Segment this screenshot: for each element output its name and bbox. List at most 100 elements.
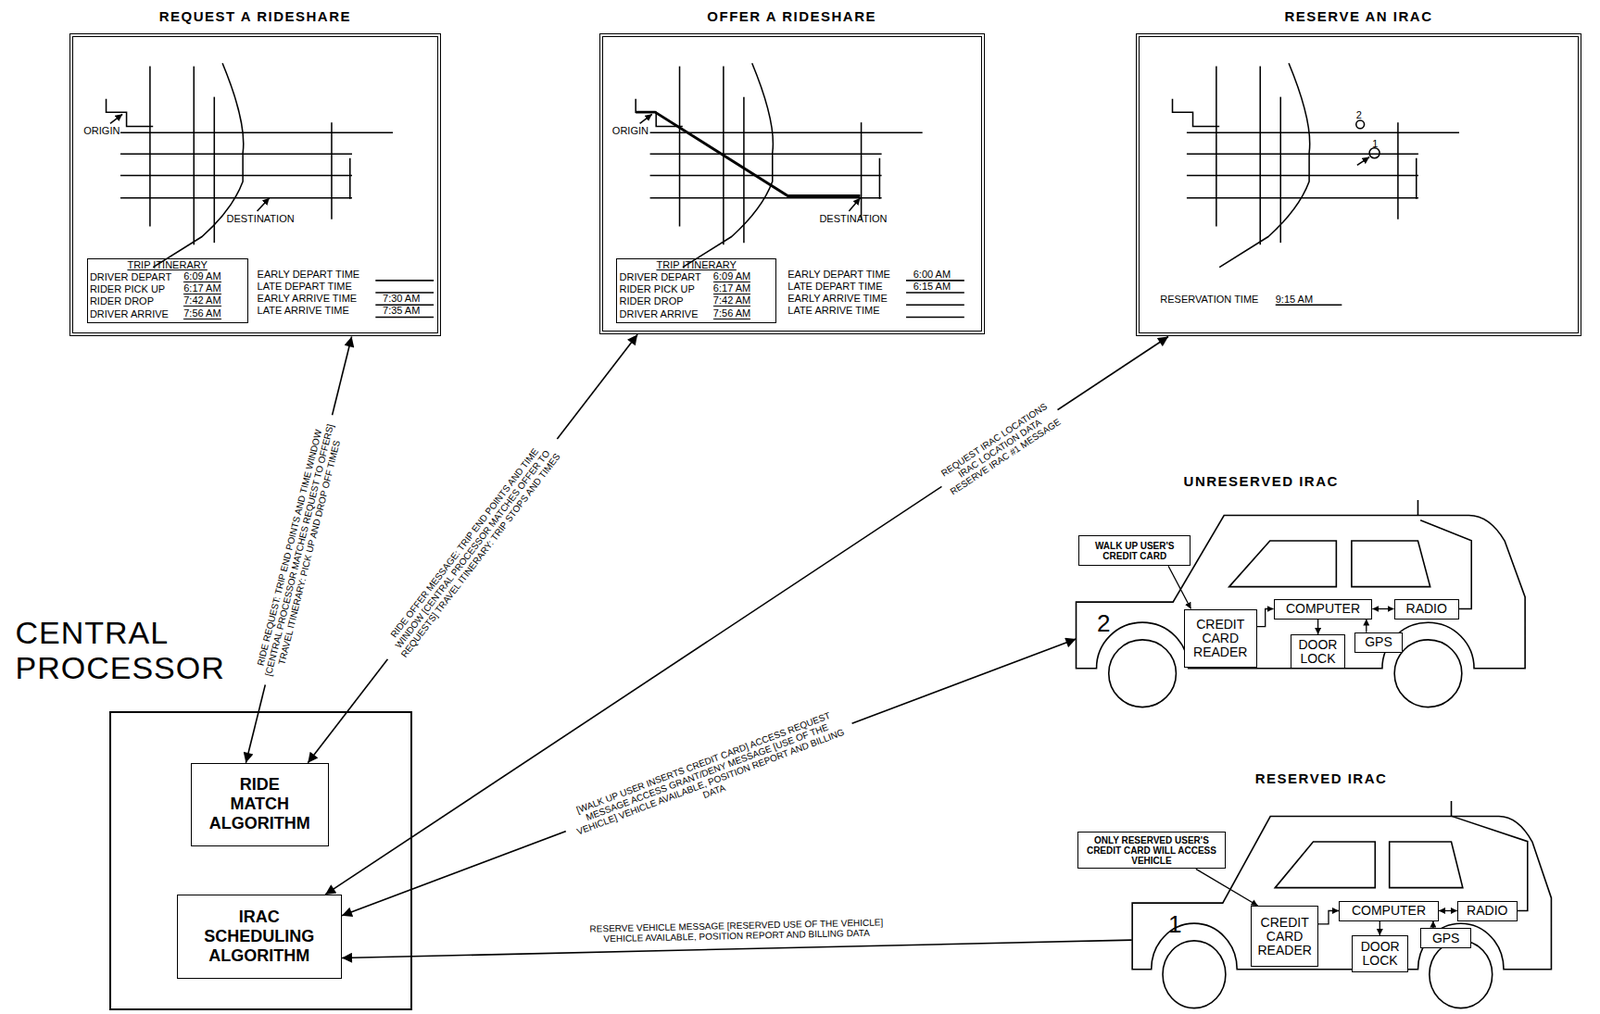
node-text: EARLY ARRIVE TIME <box>787 292 888 304</box>
node-text: 2 <box>1096 610 1110 637</box>
connector <box>1196 869 1259 907</box>
node-text: ORIGIN <box>83 125 120 137</box>
connector <box>1438 910 1458 912</box>
algorithm-box: RIDE MATCH ALGORITHM <box>190 763 329 847</box>
component-box: CREDIT CARD READER <box>1184 609 1258 669</box>
connector <box>341 639 1076 917</box>
node-text: RADIO <box>1406 602 1448 617</box>
node-text: RADIO <box>1466 904 1508 919</box>
callout-box: WALK UP USER'S CREDIT CARD <box>1078 535 1191 567</box>
component-box: COMPUTER <box>1273 599 1374 620</box>
node-text: GPS <box>1432 932 1461 946</box>
node-text: DOOR LOCK <box>1360 940 1400 969</box>
node-text: DESTINATION <box>226 213 295 225</box>
node-text: COMPUTER <box>1285 602 1361 617</box>
node-text: 6:09 AM <box>183 271 221 283</box>
node-text: CREDIT CARD READER <box>1193 617 1248 660</box>
node-text: 7:56 AM <box>713 308 751 320</box>
app-screen: OFFER A RIDESHAREORIGINDESTINATIONEARLY … <box>599 33 985 335</box>
connector <box>341 940 1133 958</box>
node-text: LATE ARRIVE TIME <box>257 304 350 316</box>
node-text: RIDER DROP <box>89 295 154 307</box>
node-text: EARLY ARRIVE TIME <box>257 292 358 304</box>
node-text: DRIVER DEPART <box>89 271 172 283</box>
edge-label: [WALK UP USER INSERTS CREDIT CARD] ACCES… <box>558 704 860 852</box>
component-box: GPS <box>1420 928 1472 949</box>
node-text: DOOR LOCK <box>1297 638 1337 667</box>
component-box: RADIO <box>1394 599 1460 620</box>
itinerary-table: TRIP ITINERARYDRIVER DEPART 6:09 AM RIDER … <box>616 258 777 324</box>
node-text: RIDER DROP <box>619 295 684 307</box>
node-text: RESERVE AN IRAC <box>1139 8 1578 25</box>
component-box: DOOR LOCK <box>1351 935 1409 973</box>
connector <box>325 337 1169 895</box>
node-text: ORIGIN <box>612 125 649 137</box>
node-text: RESERVED IRAC <box>1255 770 1388 787</box>
node-text: LATE DEPART TIME <box>787 280 882 292</box>
node-text: 7:30 AM <box>382 292 420 304</box>
node-text: RIDE MATCH ALGORITHM <box>209 775 311 834</box>
connector <box>1432 921 1434 930</box>
connector <box>1318 911 1339 925</box>
node-text: RESERVATION TIME <box>1159 293 1259 305</box>
callout-box: ONLY RESERVED USER'S CREDIT CARD WILL AC… <box>1077 831 1226 870</box>
node-text: TRIP ITINERARY <box>88 259 248 271</box>
node-text: TRIP ITINERARY <box>617 259 776 271</box>
node-text: 6:00 AM <box>913 268 951 280</box>
node-text: 6:15 AM <box>913 280 951 292</box>
node-text: EARLY DEPART TIME <box>257 268 361 280</box>
node-text: 9:15 AM <box>1275 293 1313 305</box>
component-box: COMPUTER <box>1338 901 1439 922</box>
node-text: GPS <box>1364 635 1393 650</box>
connector <box>1379 921 1381 937</box>
edge-label: RESERVE VEHICLE MESSAGE [RESERVED USE OF… <box>583 916 890 945</box>
connector <box>307 334 638 764</box>
node-text: 7:56 AM <box>183 308 221 320</box>
connector <box>1257 609 1274 628</box>
connector <box>1317 619 1319 636</box>
itinerary-table: TRIP ITINERARYDRIVER DEPART 6:09 AM RIDER … <box>87 258 249 324</box>
node-text: RIDER PICK UP <box>619 283 695 295</box>
app-screen: REQUEST A RIDESHAREORIGINDESTINATIONEARL… <box>69 33 441 337</box>
node-text: 7:35 AM <box>382 304 420 316</box>
node-text: ONLY RESERVED USER'S CREDIT CARD WILL AC… <box>1082 835 1222 867</box>
connector <box>1372 608 1394 610</box>
component-box: GPS <box>1354 632 1404 654</box>
map-drawings <box>106 62 1528 911</box>
node-text: 7:42 AM <box>713 295 751 307</box>
app-screen: RESERVE AN IRAC21RESERVATION TIME9:15 AM <box>1135 33 1582 337</box>
vehicle: UNRESERVED IRAC2CREDIT CARD READERCOMPUT… <box>1070 500 1531 712</box>
algorithm-box: IRAC SCHEDULING ALGORITHM <box>176 894 342 980</box>
node-text: CENTRAL PROCESSOR <box>15 615 248 686</box>
connector <box>1365 619 1367 633</box>
node-text: IRAC SCHEDULING ALGORITHM <box>203 907 315 967</box>
node-text: 1 <box>1168 911 1182 938</box>
processor-box: CENTRAL PROCESSORRIDE MATCH ALGORITHMIRA… <box>109 711 413 1012</box>
component-box: RADIO <box>1457 901 1518 922</box>
node-text: 6:17 AM <box>713 283 751 295</box>
node-text: 2 <box>1356 109 1362 121</box>
edge-label: RIDE REQUEST: TRIP END POINTS AND TIME W… <box>249 411 348 690</box>
node-text: DRIVER DEPART <box>619 271 702 283</box>
node-text: UNRESERVED IRAC <box>1184 473 1339 490</box>
node-text: RIDER PICK UP <box>89 283 165 295</box>
node-text: EARLY DEPART TIME <box>787 268 891 280</box>
node-text: 7:42 AM <box>183 295 221 307</box>
node-text: COMPUTER <box>1351 904 1426 919</box>
node-text: LATE ARRIVE TIME <box>787 304 880 316</box>
node-text: REQUEST A RIDESHARE <box>73 8 438 25</box>
edge-label: RIDE OFFER MESSAGE: TRIP END POINTS AND … <box>375 428 571 669</box>
component-box: DOOR LOCK <box>1290 634 1345 669</box>
node-text: DRIVER ARRIVE <box>619 308 699 320</box>
node-text: LATE DEPART TIME <box>257 280 353 292</box>
connector <box>245 337 352 764</box>
node-text: DRIVER ARRIVE <box>89 308 169 320</box>
node-text: OFFER A RIDESHARE <box>603 8 982 25</box>
node-text: 1 <box>1372 138 1378 150</box>
node-text: CREDIT CARD READER <box>1257 916 1311 958</box>
edge-label: REQUEST IRAC LOCATIONS IRAC LOCATION DAT… <box>932 396 1067 501</box>
node-text: 6:09 AM <box>713 271 751 283</box>
